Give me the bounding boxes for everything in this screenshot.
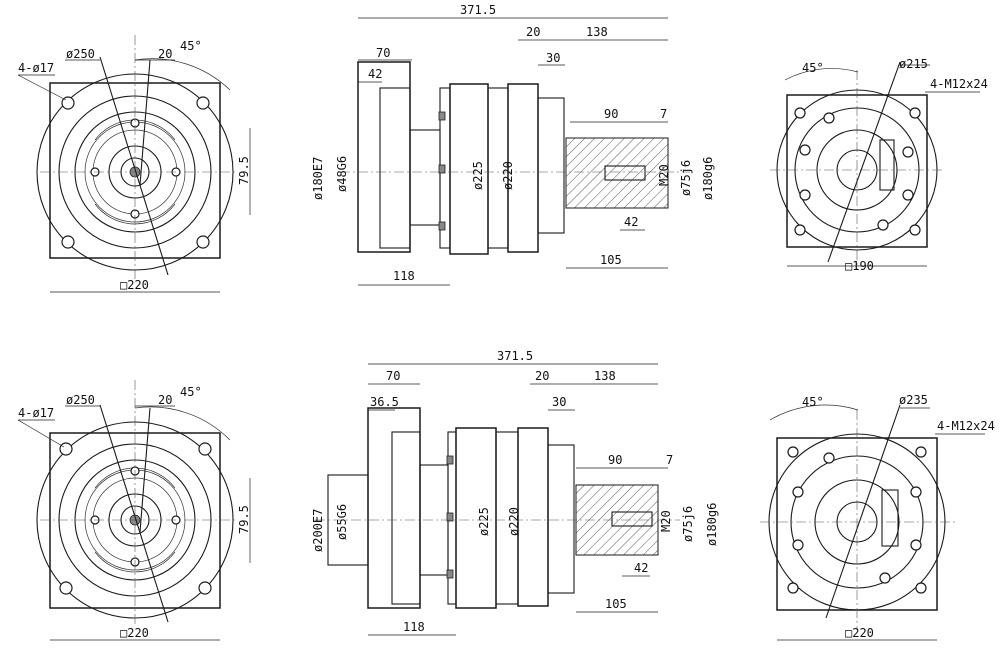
d225-label: ø225: [471, 161, 485, 190]
d75-label: ø75j6: [681, 506, 695, 542]
ht-label: 79.5: [237, 505, 251, 534]
d138-label: 138: [594, 369, 616, 383]
sq-label: □190: [845, 259, 874, 273]
d220-label: ø220: [501, 161, 515, 190]
total-label: 371.5: [460, 3, 496, 17]
bottom-side-view: 371.5 70 20 138 36.5 30 90 7 ø200E7 ø55G…: [311, 349, 719, 636]
d48g6-label: ø48G6: [335, 156, 349, 192]
d225-label: ø225: [477, 507, 491, 536]
dia-label: ø250: [66, 47, 95, 61]
d90-label: 90: [604, 107, 618, 121]
ang-label: 45°: [180, 385, 202, 399]
off-label: 20: [158, 47, 172, 61]
m20-label: M20: [659, 510, 673, 532]
d55g6-label: ø55G6: [335, 504, 349, 540]
thread-label: 4-M12x24: [930, 77, 988, 91]
ang-label: 45°: [802, 395, 824, 409]
ang-label: 45°: [802, 61, 824, 75]
d365-label: 36.5: [370, 395, 399, 409]
d105-label: 105: [600, 253, 622, 267]
holes-label: 4-ø17: [18, 61, 54, 75]
m20-label: M20: [657, 164, 671, 186]
d70-label: 70: [386, 369, 400, 383]
total-label: 371.5: [497, 349, 533, 363]
thread-label: 4-M12x24: [937, 419, 995, 433]
sq-label: □220: [120, 626, 149, 640]
d7-label: 7: [660, 107, 667, 121]
d42a-label: 42: [368, 67, 382, 81]
bottom-rear-view: 45° ø235 4-M12x24 □220: [760, 393, 995, 641]
d180g6-label: ø180g6: [705, 503, 719, 546]
d20-label: 20: [535, 369, 549, 383]
top-rear-view: 45° ø215 4-M12x24 □190: [770, 57, 988, 273]
bottom-front-view: 4-ø17 ø250 20 45° 79.5 □220: [17, 380, 251, 641]
top-side-view: 371.5 20 138 30 70 42 90 7 ø180E7 ø48G6 …: [311, 3, 715, 286]
d42b-label: 42: [624, 215, 638, 229]
d220-label: ø220: [507, 507, 521, 536]
holes-label: 4-ø17: [18, 406, 54, 420]
dia-label: ø235: [899, 393, 928, 407]
top-front-view: 4-ø17 ø250 20 45° 79.5 □220: [17, 35, 251, 293]
d105-label: 105: [605, 597, 627, 611]
d118-label: 118: [393, 269, 415, 283]
d7-label: 7: [666, 453, 673, 467]
d75-label: ø75j6: [679, 160, 693, 196]
d90-label: 90: [608, 453, 622, 467]
dia-label: ø215: [899, 57, 928, 71]
dia-label: ø250: [66, 393, 95, 407]
d70-label: 70: [376, 46, 390, 60]
d20-label: 20: [526, 25, 540, 39]
d200e7-label: ø200E7: [311, 509, 325, 552]
d180g6-label: ø180g6: [701, 157, 715, 200]
d30-label: 30: [552, 395, 566, 409]
d118-label: 118: [403, 620, 425, 634]
d42-label: 42: [634, 561, 648, 575]
off-label: 20: [158, 393, 172, 407]
ht-label: 79.5: [237, 156, 251, 185]
d138-label: 138: [586, 25, 608, 39]
d30-label: 30: [546, 51, 560, 65]
ang-label: 45°: [180, 39, 202, 53]
d180e7-label: ø180E7: [311, 157, 325, 200]
sq-label: □220: [120, 278, 149, 292]
sq-label: □220: [845, 626, 874, 640]
